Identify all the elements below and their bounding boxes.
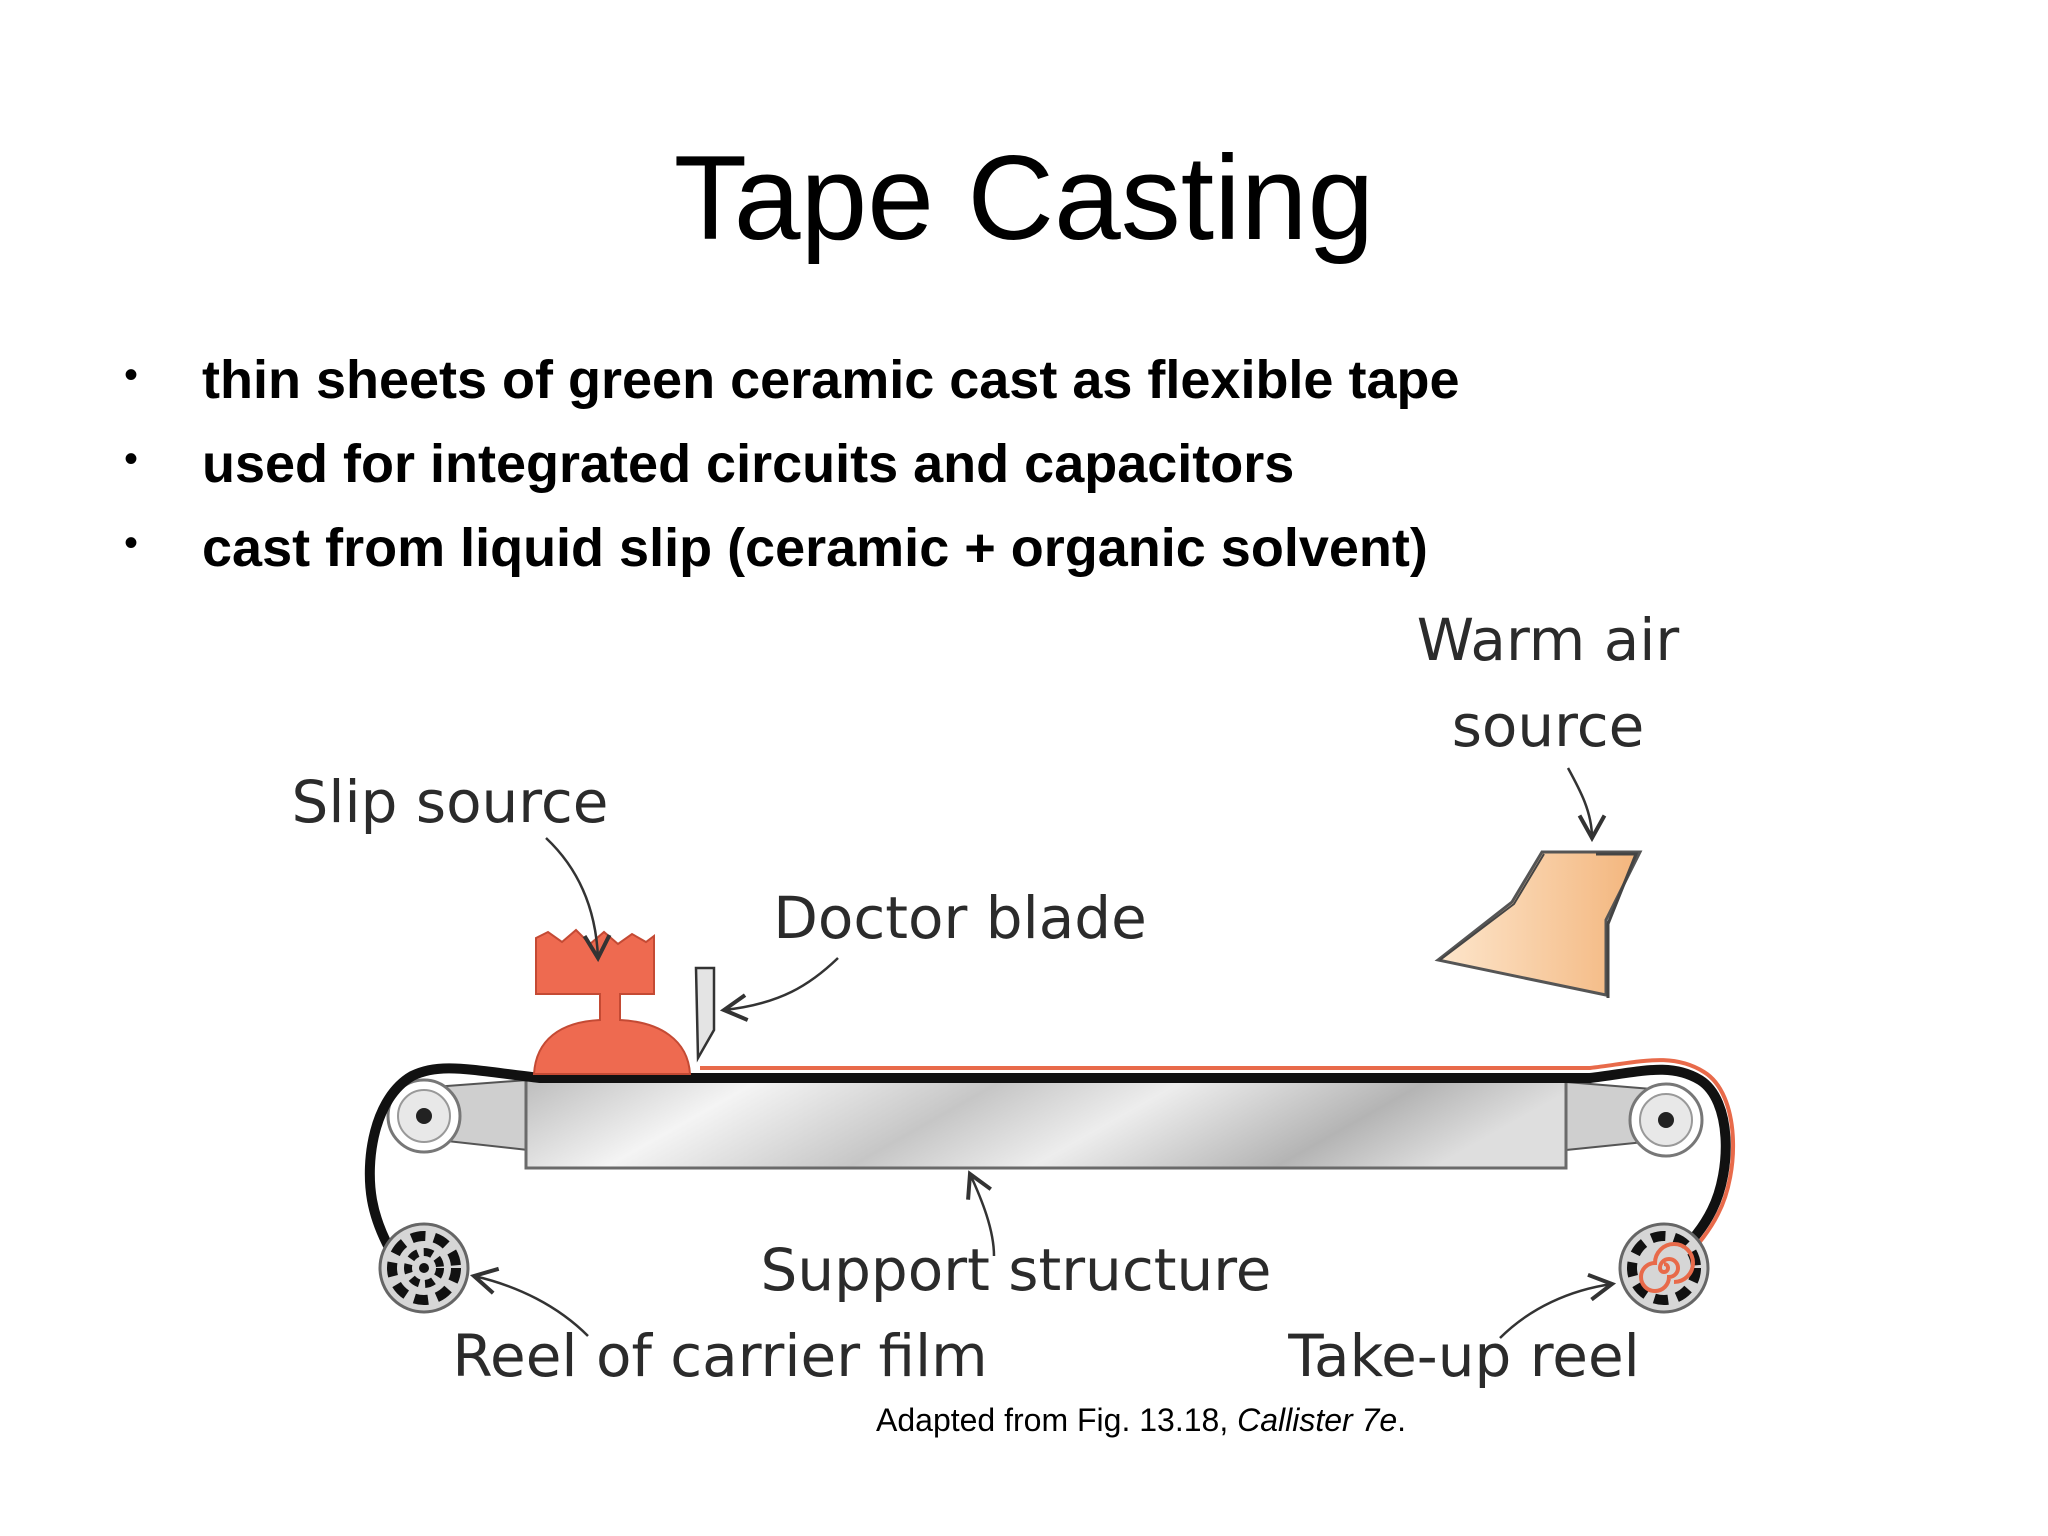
take-up-reel (1618, 1222, 1710, 1314)
take-up-reel-label: Take-up reel (1287, 1322, 1640, 1390)
bullet-item: • thin sheets of green ceramic cast as fl… (120, 338, 1460, 422)
reel-carrier-arrow (469, 1266, 589, 1337)
take-up-reel-arrow (1499, 1272, 1617, 1339)
bullet-item: • used for integrated circuits and capaci… (120, 422, 1460, 506)
bullet-dot: • (124, 437, 139, 481)
reel-of-carrier-film-label: Reel of carrier film (452, 1322, 987, 1390)
bullet-dot: • (124, 353, 139, 397)
support-structure-arrow (966, 1170, 996, 1257)
bullet-list: • thin sheets of green ceramic cast as fl… (120, 338, 1460, 590)
bullet-dot: • (124, 521, 139, 565)
caption-prefix: Adapted from Fig. 13.18, (876, 1402, 1238, 1438)
slip-source-arrow (545, 837, 612, 963)
figure-caption: Adapted from Fig. 13.18, Callister 7e. (876, 1400, 1406, 1440)
bullet-text: used for integrated circuits and capacit… (202, 434, 1295, 494)
warm-air-nozzle (1434, 850, 1643, 998)
bullet-text: thin sheets of green ceramic cast as fle… (202, 350, 1460, 410)
carrier-film (364, 1063, 1731, 1309)
slip-source-reservoir (532, 928, 692, 1075)
caption-suffix: . (1397, 1402, 1407, 1438)
right-roller-arm (1565, 1080, 1704, 1158)
leader-arrows (469, 767, 1617, 1339)
doctor-blade-label: Doctor blade (773, 884, 1147, 952)
warm-air-arrow (1566, 767, 1607, 843)
left-roller-arm (386, 1078, 529, 1154)
doctor-blade-arrow (719, 957, 839, 1022)
bullet-text: cast from liquid slip (ceramic + organic… (202, 518, 1428, 578)
bullet-item: • cast from liquid slip (ceramic + organi… (120, 506, 1460, 590)
slide-title: Tape Casting (673, 131, 1375, 265)
support-structure-label: Support structure (761, 1236, 1272, 1304)
warm-air-label-line1: Warm air (1417, 606, 1680, 674)
warm-air-label-line2: source (1452, 692, 1645, 760)
reel-of-carrier-film (378, 1222, 470, 1314)
caption-source: Callister 7e (1237, 1402, 1398, 1438)
slip-source-label: Slip source (292, 768, 609, 836)
support-structure (524, 1078, 1568, 1170)
doctor-blade (694, 966, 716, 1063)
